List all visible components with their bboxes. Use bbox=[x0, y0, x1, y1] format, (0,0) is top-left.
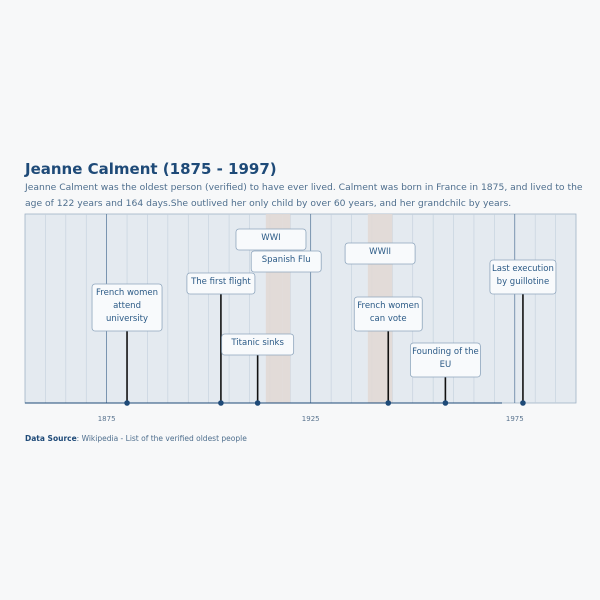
data-source-label: Data Source bbox=[25, 434, 77, 443]
period-2-box bbox=[344, 242, 416, 265]
event-0-label: university bbox=[106, 314, 148, 324]
event-1-box bbox=[186, 272, 256, 295]
event-1-label: The first flight bbox=[190, 277, 251, 287]
event-0-box bbox=[91, 283, 163, 332]
event-5-box bbox=[489, 259, 557, 295]
event-3-label: can vote bbox=[370, 314, 407, 324]
event-5-label: Last execution bbox=[492, 264, 554, 274]
period-2-label: WWII bbox=[369, 247, 391, 257]
data-source: Data Source: Wikipedia - List of the ver… bbox=[25, 434, 247, 443]
x-tick-label: 1925 bbox=[302, 415, 320, 423]
period-0-box bbox=[235, 228, 307, 251]
period-band bbox=[282, 214, 291, 403]
event-4-label: Founding of the bbox=[412, 347, 479, 357]
period-1-label: Spanish Flu bbox=[262, 255, 311, 265]
data-source-text: : Wikipedia - List of the verified oldes… bbox=[76, 434, 247, 443]
event-3-box bbox=[353, 296, 423, 332]
event-4-label: EU bbox=[440, 360, 452, 370]
event-marker bbox=[520, 400, 526, 406]
event-0-label: attend bbox=[113, 301, 141, 311]
event-3-label: French women bbox=[357, 301, 419, 311]
period-0-label: WWI bbox=[261, 233, 280, 243]
event-marker bbox=[442, 400, 449, 406]
period-1-box bbox=[250, 250, 322, 273]
x-tick-label: 1975 bbox=[506, 415, 524, 423]
chart-title: Jeanne Calment (1875 - 1997) bbox=[25, 160, 277, 178]
event-5-label: by guillotine bbox=[497, 277, 550, 287]
event-marker bbox=[385, 400, 392, 406]
event-marker bbox=[218, 400, 224, 406]
event-marker bbox=[124, 400, 130, 406]
event-4-box bbox=[409, 342, 481, 378]
chart-subtitle: Jeanne Calment was the oldest person (ve… bbox=[25, 182, 583, 209]
event-0-label: French women bbox=[96, 288, 158, 298]
event-marker bbox=[254, 400, 261, 406]
event-2-box bbox=[221, 333, 295, 356]
x-tick-label: 1875 bbox=[98, 415, 116, 423]
event-2-label: Titanic sinks bbox=[230, 338, 284, 348]
